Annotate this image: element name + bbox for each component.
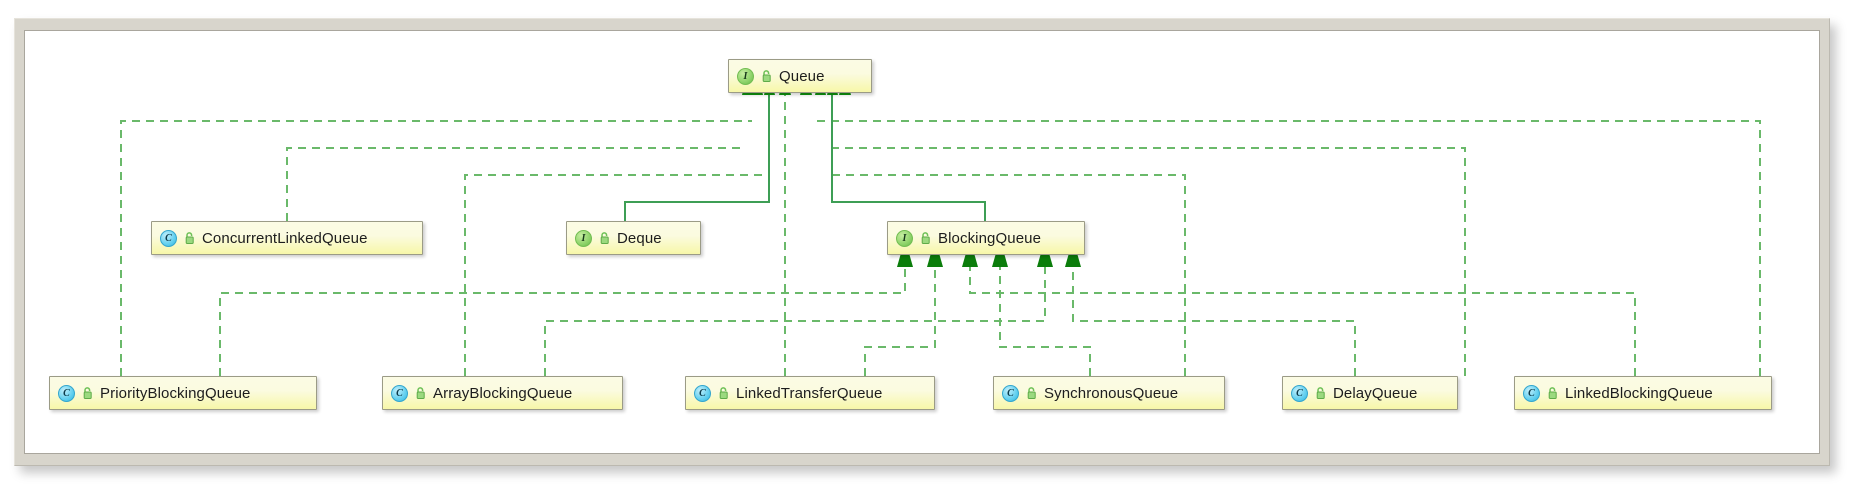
class-icon: C bbox=[1002, 384, 1019, 402]
class-icon: C bbox=[1523, 384, 1540, 402]
uml-node-linkedtransferqueue[interactable]: C LinkedTransferQueue bbox=[685, 376, 935, 410]
diagram-canvas[interactable]: I Queue C ConcurrentLinkedQueue I bbox=[25, 31, 1819, 453]
uml-node-synchronousqueue[interactable]: C SynchronousQueue bbox=[993, 376, 1225, 410]
public-lock-icon bbox=[921, 231, 930, 244]
class-icon: C bbox=[694, 384, 711, 402]
uml-node-label: LinkedTransferQueue bbox=[736, 384, 883, 402]
uml-node-queue[interactable]: I Queue bbox=[728, 59, 872, 93]
class-icon: C bbox=[1291, 384, 1308, 402]
public-lock-icon bbox=[762, 69, 771, 82]
uml-node-priorityblockingqueue[interactable]: C PriorityBlockingQueue bbox=[49, 376, 317, 410]
public-lock-icon bbox=[185, 231, 194, 244]
uml-node-label: SynchronousQueue bbox=[1044, 384, 1179, 402]
edge-layer bbox=[120, 71, 1761, 376]
uml-node-arrayblockingqueue[interactable]: C ArrayBlockingQueue bbox=[382, 376, 623, 410]
public-lock-icon bbox=[83, 386, 92, 399]
interface-icon: I bbox=[737, 67, 754, 85]
uml-node-delayqueue[interactable]: C DelayQueue bbox=[1282, 376, 1458, 410]
uml-node-label: Queue bbox=[779, 67, 825, 85]
uml-node-label: PriorityBlockingQueue bbox=[100, 384, 251, 402]
public-lock-icon bbox=[1027, 386, 1036, 399]
uml-node-linkedblockingqueue[interactable]: C LinkedBlockingQueue bbox=[1514, 376, 1772, 410]
public-lock-icon bbox=[1316, 386, 1325, 399]
uml-node-label: ArrayBlockingQueue bbox=[433, 384, 573, 402]
uml-node-label: ConcurrentLinkedQueue bbox=[202, 229, 368, 247]
uml-node-label: LinkedBlockingQueue bbox=[1565, 384, 1713, 402]
interface-icon: I bbox=[575, 229, 592, 247]
uml-node-label: BlockingQueue bbox=[938, 229, 1042, 247]
public-lock-icon bbox=[719, 386, 728, 399]
class-icon: C bbox=[160, 229, 177, 247]
class-icon: C bbox=[58, 384, 75, 402]
public-lock-icon bbox=[416, 386, 425, 399]
public-lock-icon bbox=[1548, 386, 1557, 399]
uml-node-label: DelayQueue bbox=[1333, 384, 1418, 402]
uml-node-concurrentlinkedqueue[interactable]: C ConcurrentLinkedQueue bbox=[151, 221, 423, 255]
interface-icon: I bbox=[896, 229, 913, 247]
public-lock-icon bbox=[600, 231, 609, 244]
uml-node-label: Deque bbox=[617, 229, 662, 247]
class-icon: C bbox=[391, 384, 408, 402]
uml-node-deque[interactable]: I Deque bbox=[566, 221, 701, 255]
diagram-canvas-frame: I Queue C ConcurrentLinkedQueue I bbox=[24, 30, 1820, 454]
uml-node-blockingqueue[interactable]: I BlockingQueue bbox=[887, 221, 1085, 255]
